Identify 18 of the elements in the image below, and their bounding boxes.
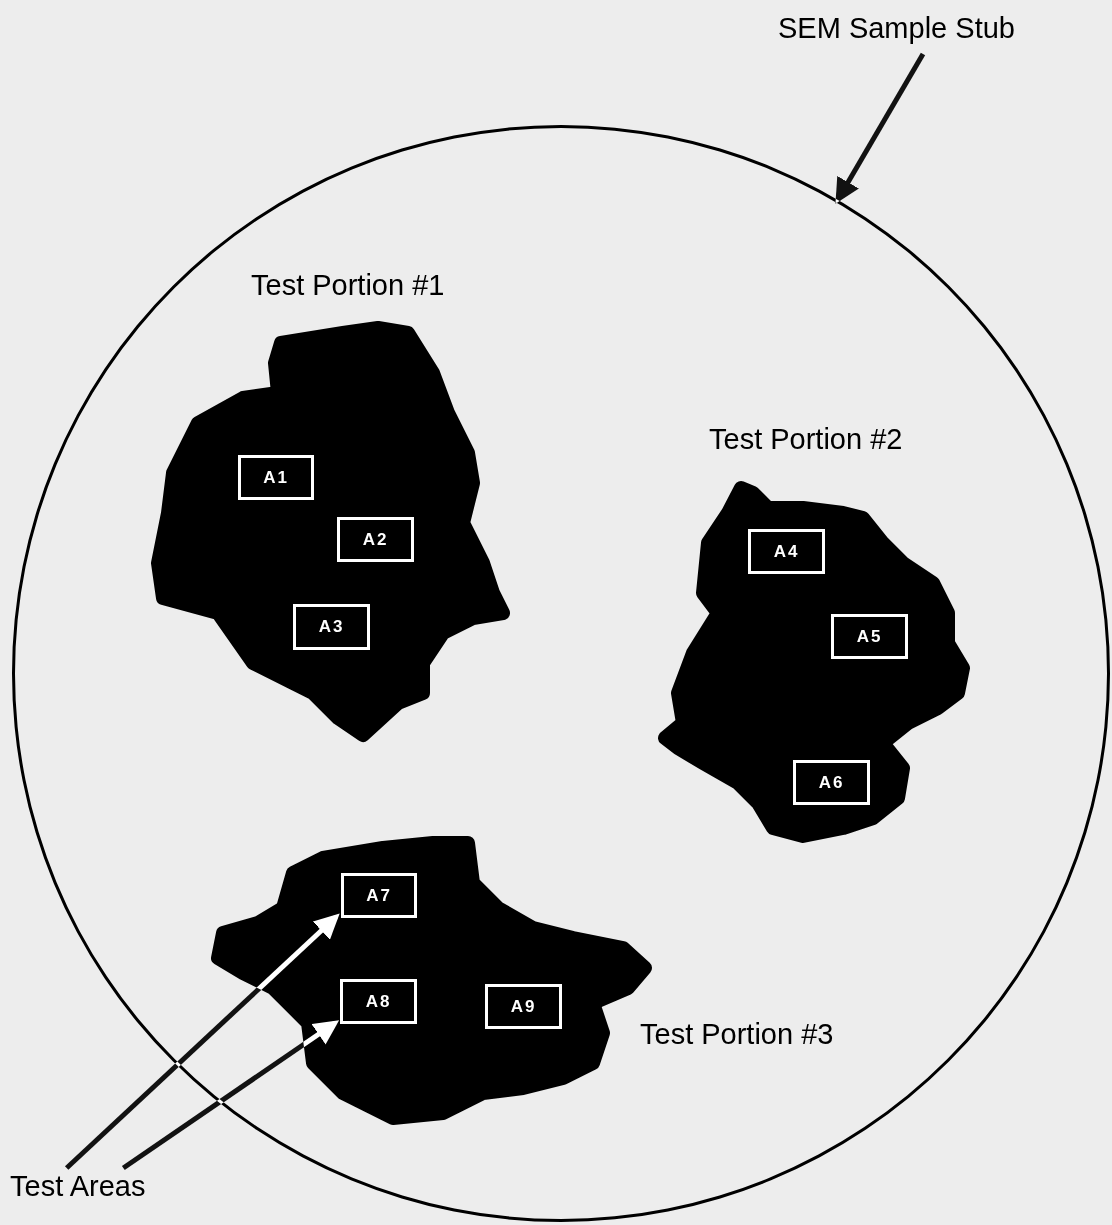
leader-arrow xyxy=(121,1020,340,1171)
test-area-box: A8 xyxy=(340,979,417,1024)
test-area-box: A3 xyxy=(293,604,370,650)
test-area-box: A5 xyxy=(831,614,908,659)
test-area-box: A7 xyxy=(341,873,417,918)
sample-stub-circle xyxy=(12,125,1110,1222)
portion-label: Test Portion #1 xyxy=(251,269,445,302)
test-area-box: A4 xyxy=(748,529,825,574)
portion-label: Test Portion #2 xyxy=(709,423,903,456)
leader-arrow xyxy=(835,52,926,204)
portion-label: Test Portion #3 xyxy=(640,1018,834,1051)
leader-arrow xyxy=(64,913,340,1170)
callout-label: SEM Sample Stub xyxy=(778,12,1015,45)
test-area-box: A2 xyxy=(337,517,414,562)
test-area-box: A6 xyxy=(793,760,870,805)
callout-label: Test Areas xyxy=(10,1170,146,1203)
test-area-box: A1 xyxy=(238,455,314,500)
test-area-box: A9 xyxy=(485,984,562,1029)
